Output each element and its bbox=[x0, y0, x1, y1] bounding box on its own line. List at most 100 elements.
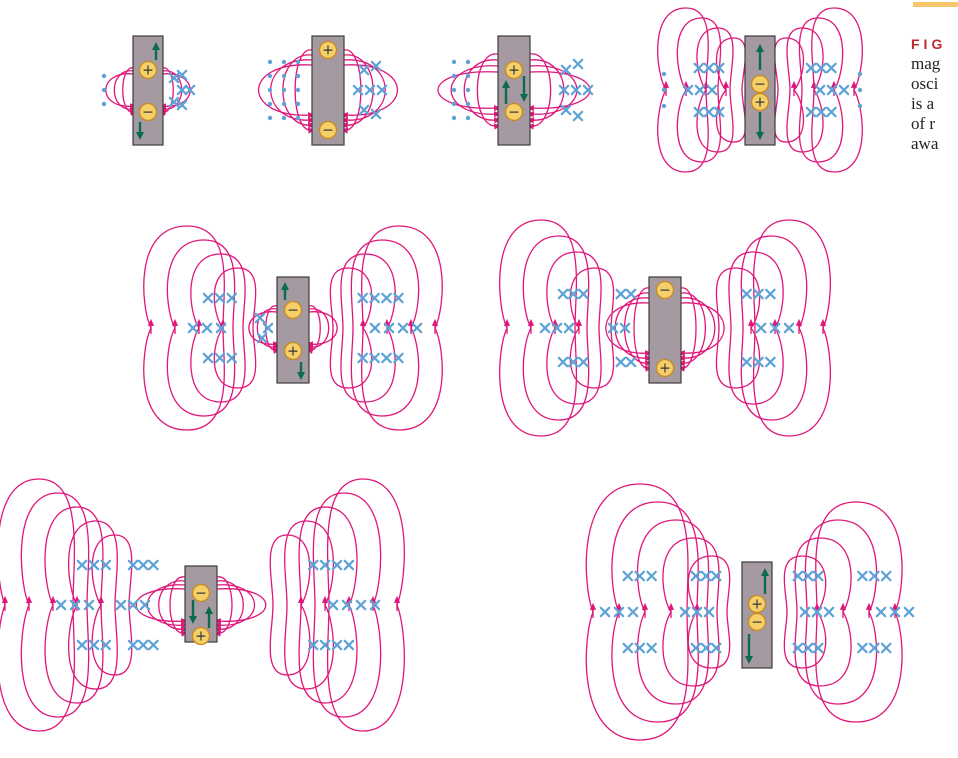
field-line bbox=[715, 267, 761, 389]
into-page-cross-icon bbox=[381, 352, 392, 364]
caption-line: osci bbox=[911, 74, 939, 93]
current-arrow-icon bbox=[297, 362, 305, 380]
out-of-page-dot-icon bbox=[267, 73, 273, 79]
into-page-cross-icon bbox=[214, 352, 226, 364]
out-of-page-dot-icon bbox=[101, 73, 107, 79]
into-page-cross-icon bbox=[889, 606, 901, 618]
into-page-cross-icon bbox=[799, 606, 811, 618]
into-page-cross-icon bbox=[815, 62, 827, 74]
plus-charge-icon: + bbox=[750, 92, 770, 112]
into-page-cross-icon bbox=[358, 64, 370, 76]
current-arrow-icon bbox=[745, 634, 753, 664]
into-page-cross-icon bbox=[811, 606, 823, 618]
into-page-cross-icon bbox=[741, 356, 752, 368]
field-line bbox=[786, 27, 824, 153]
field-line bbox=[147, 584, 189, 629]
field-line bbox=[526, 53, 552, 130]
field-line bbox=[298, 506, 358, 704]
into-page-cross-icon bbox=[137, 559, 149, 571]
out-of-page-dot-icon bbox=[465, 59, 471, 65]
out-of-page-dot-icon bbox=[295, 115, 301, 121]
svg-text:+: + bbox=[322, 43, 334, 59]
into-page-cross-icon bbox=[880, 570, 892, 582]
field-line bbox=[526, 71, 591, 112]
svg-text:+: + bbox=[195, 629, 207, 645]
into-page-cross-icon bbox=[187, 322, 199, 334]
field-line bbox=[811, 7, 863, 173]
antenna-rod bbox=[276, 276, 310, 384]
out-of-page-dot-icon bbox=[295, 59, 301, 65]
svg-text:−: − bbox=[142, 105, 154, 121]
into-page-cross-icon bbox=[115, 599, 127, 611]
field-line bbox=[213, 584, 255, 629]
current-arrow-icon bbox=[281, 282, 289, 300]
into-page-cross-icon bbox=[857, 570, 868, 582]
into-page-cross-icon bbox=[69, 599, 81, 611]
svg-text:+: + bbox=[754, 95, 766, 111]
out-of-page-dot-icon bbox=[465, 115, 471, 121]
into-page-cross-icon bbox=[370, 108, 382, 120]
field-line bbox=[657, 7, 709, 173]
svg-text:+: + bbox=[287, 344, 299, 360]
into-page-cross-icon bbox=[88, 639, 100, 651]
field-line bbox=[213, 588, 267, 625]
field-line bbox=[633, 287, 653, 372]
field-line bbox=[169, 576, 189, 637]
field-line bbox=[326, 478, 405, 732]
into-page-cross-icon bbox=[765, 356, 776, 368]
caption-line: mag bbox=[911, 54, 941, 73]
out-of-page-dot-icon bbox=[451, 73, 457, 79]
into-page-cross-icon bbox=[341, 599, 353, 611]
into-page-cross-icon bbox=[634, 570, 646, 582]
antenna-rod bbox=[132, 35, 164, 146]
into-page-cross-icon bbox=[572, 110, 584, 122]
svg-text:+: + bbox=[142, 63, 154, 79]
into-page-cross-icon bbox=[567, 356, 579, 368]
minus-charge-icon: − bbox=[138, 102, 158, 122]
into-page-cross-icon bbox=[352, 84, 364, 96]
into-page-cross-icon bbox=[582, 84, 594, 96]
field-line bbox=[329, 267, 373, 389]
current-arrow-icon bbox=[152, 42, 160, 60]
into-page-cross-icon bbox=[83, 599, 95, 611]
into-page-cross-icon bbox=[262, 322, 274, 334]
into-page-cross-icon bbox=[613, 606, 625, 618]
current-arrow-icon bbox=[502, 80, 510, 104]
field-line bbox=[20, 492, 90, 718]
current-arrow-icon bbox=[189, 600, 197, 624]
into-page-cross-icon bbox=[176, 69, 188, 81]
out-of-page-dot-icon bbox=[281, 87, 287, 93]
svg-text:−: − bbox=[659, 283, 671, 299]
out-of-page-dot-icon bbox=[101, 87, 107, 93]
field-line bbox=[213, 267, 257, 389]
into-page-cross-icon bbox=[838, 84, 850, 96]
caption-line: is a bbox=[911, 94, 935, 113]
into-page-cross-icon bbox=[100, 639, 112, 651]
out-of-page-dot-icon bbox=[857, 87, 863, 93]
svg-text:+: + bbox=[508, 63, 520, 79]
into-page-cross-icon bbox=[706, 84, 718, 96]
into-page-cross-icon bbox=[875, 606, 887, 618]
field-line bbox=[569, 267, 615, 389]
svg-text:−: − bbox=[754, 77, 766, 93]
into-page-cross-icon bbox=[815, 106, 827, 118]
into-page-cross-icon bbox=[868, 642, 880, 654]
into-page-cross-icon bbox=[765, 288, 776, 300]
field-line bbox=[158, 580, 189, 633]
field-line bbox=[614, 297, 653, 362]
into-page-cross-icon bbox=[693, 62, 705, 74]
into-page-cross-icon bbox=[615, 288, 627, 300]
field-line bbox=[498, 219, 578, 437]
out-of-page-dot-icon bbox=[281, 101, 287, 107]
field-line bbox=[143, 225, 225, 431]
field-line bbox=[105, 73, 138, 110]
into-page-cross-icon bbox=[713, 62, 725, 74]
minus-charge-icon: − bbox=[747, 612, 767, 632]
into-page-cross-icon bbox=[319, 639, 331, 651]
field-line bbox=[728, 251, 784, 405]
into-page-cross-icon bbox=[812, 570, 824, 582]
into-page-cross-icon bbox=[741, 288, 752, 300]
into-page-cross-icon bbox=[202, 352, 214, 364]
into-page-cross-icon bbox=[226, 292, 238, 304]
into-page-cross-icon bbox=[201, 322, 213, 334]
